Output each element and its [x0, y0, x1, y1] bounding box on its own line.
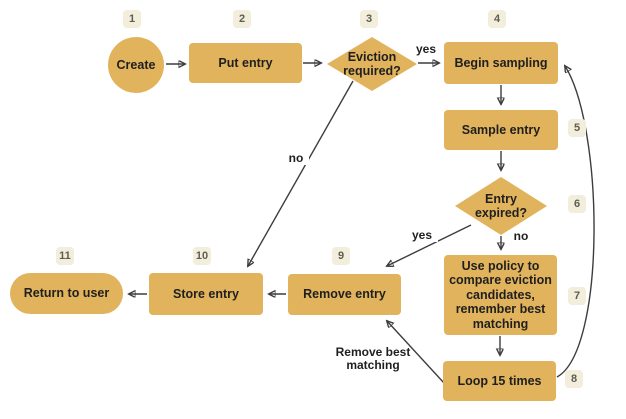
step-badge-11: 11: [56, 247, 74, 265]
node-loop-15-times: Loop 15 times: [443, 361, 556, 401]
node-sample-entry: Sample entry: [444, 110, 558, 150]
node-entry-expired: Entry expired?: [455, 177, 547, 235]
step-badge-10: 10: [193, 247, 211, 265]
node-create: Create: [108, 37, 164, 93]
edge-label-eviction-yes: yes: [412, 42, 440, 57]
step-badge-2: 2: [233, 10, 251, 28]
step-badge-5: 5: [568, 119, 586, 137]
edge-loop-back-to-begin-sampling: [556, 66, 595, 378]
node-return-to-user: Return to user: [10, 273, 123, 314]
node-eviction-required: Eviction required?: [327, 37, 417, 91]
node-put-entry: Put entry: [189, 43, 302, 83]
step-badge-3: 3: [360, 10, 378, 28]
edge-label-expired-no: no: [508, 229, 534, 244]
node-use-policy: Use policy to compare eviction candidate…: [444, 255, 557, 335]
edge-label-eviction-no: no: [283, 151, 309, 166]
edge-label-remove-best-matching: Remove best matching: [335, 345, 411, 373]
step-badge-1: 1: [123, 10, 141, 28]
step-badge-7: 7: [568, 287, 586, 305]
step-badge-4: 4: [488, 10, 506, 28]
node-begin-sampling: Begin sampling: [444, 42, 558, 84]
edge-eviction-no-store-entry: [248, 80, 354, 266]
edge-label-expired-yes: yes: [406, 228, 438, 243]
step-badge-9: 9: [332, 247, 350, 265]
node-remove-entry: Remove entry: [288, 274, 401, 315]
step-badge-8: 8: [565, 370, 583, 388]
step-badge-6: 6: [568, 195, 586, 213]
node-store-entry: Store entry: [149, 273, 263, 315]
